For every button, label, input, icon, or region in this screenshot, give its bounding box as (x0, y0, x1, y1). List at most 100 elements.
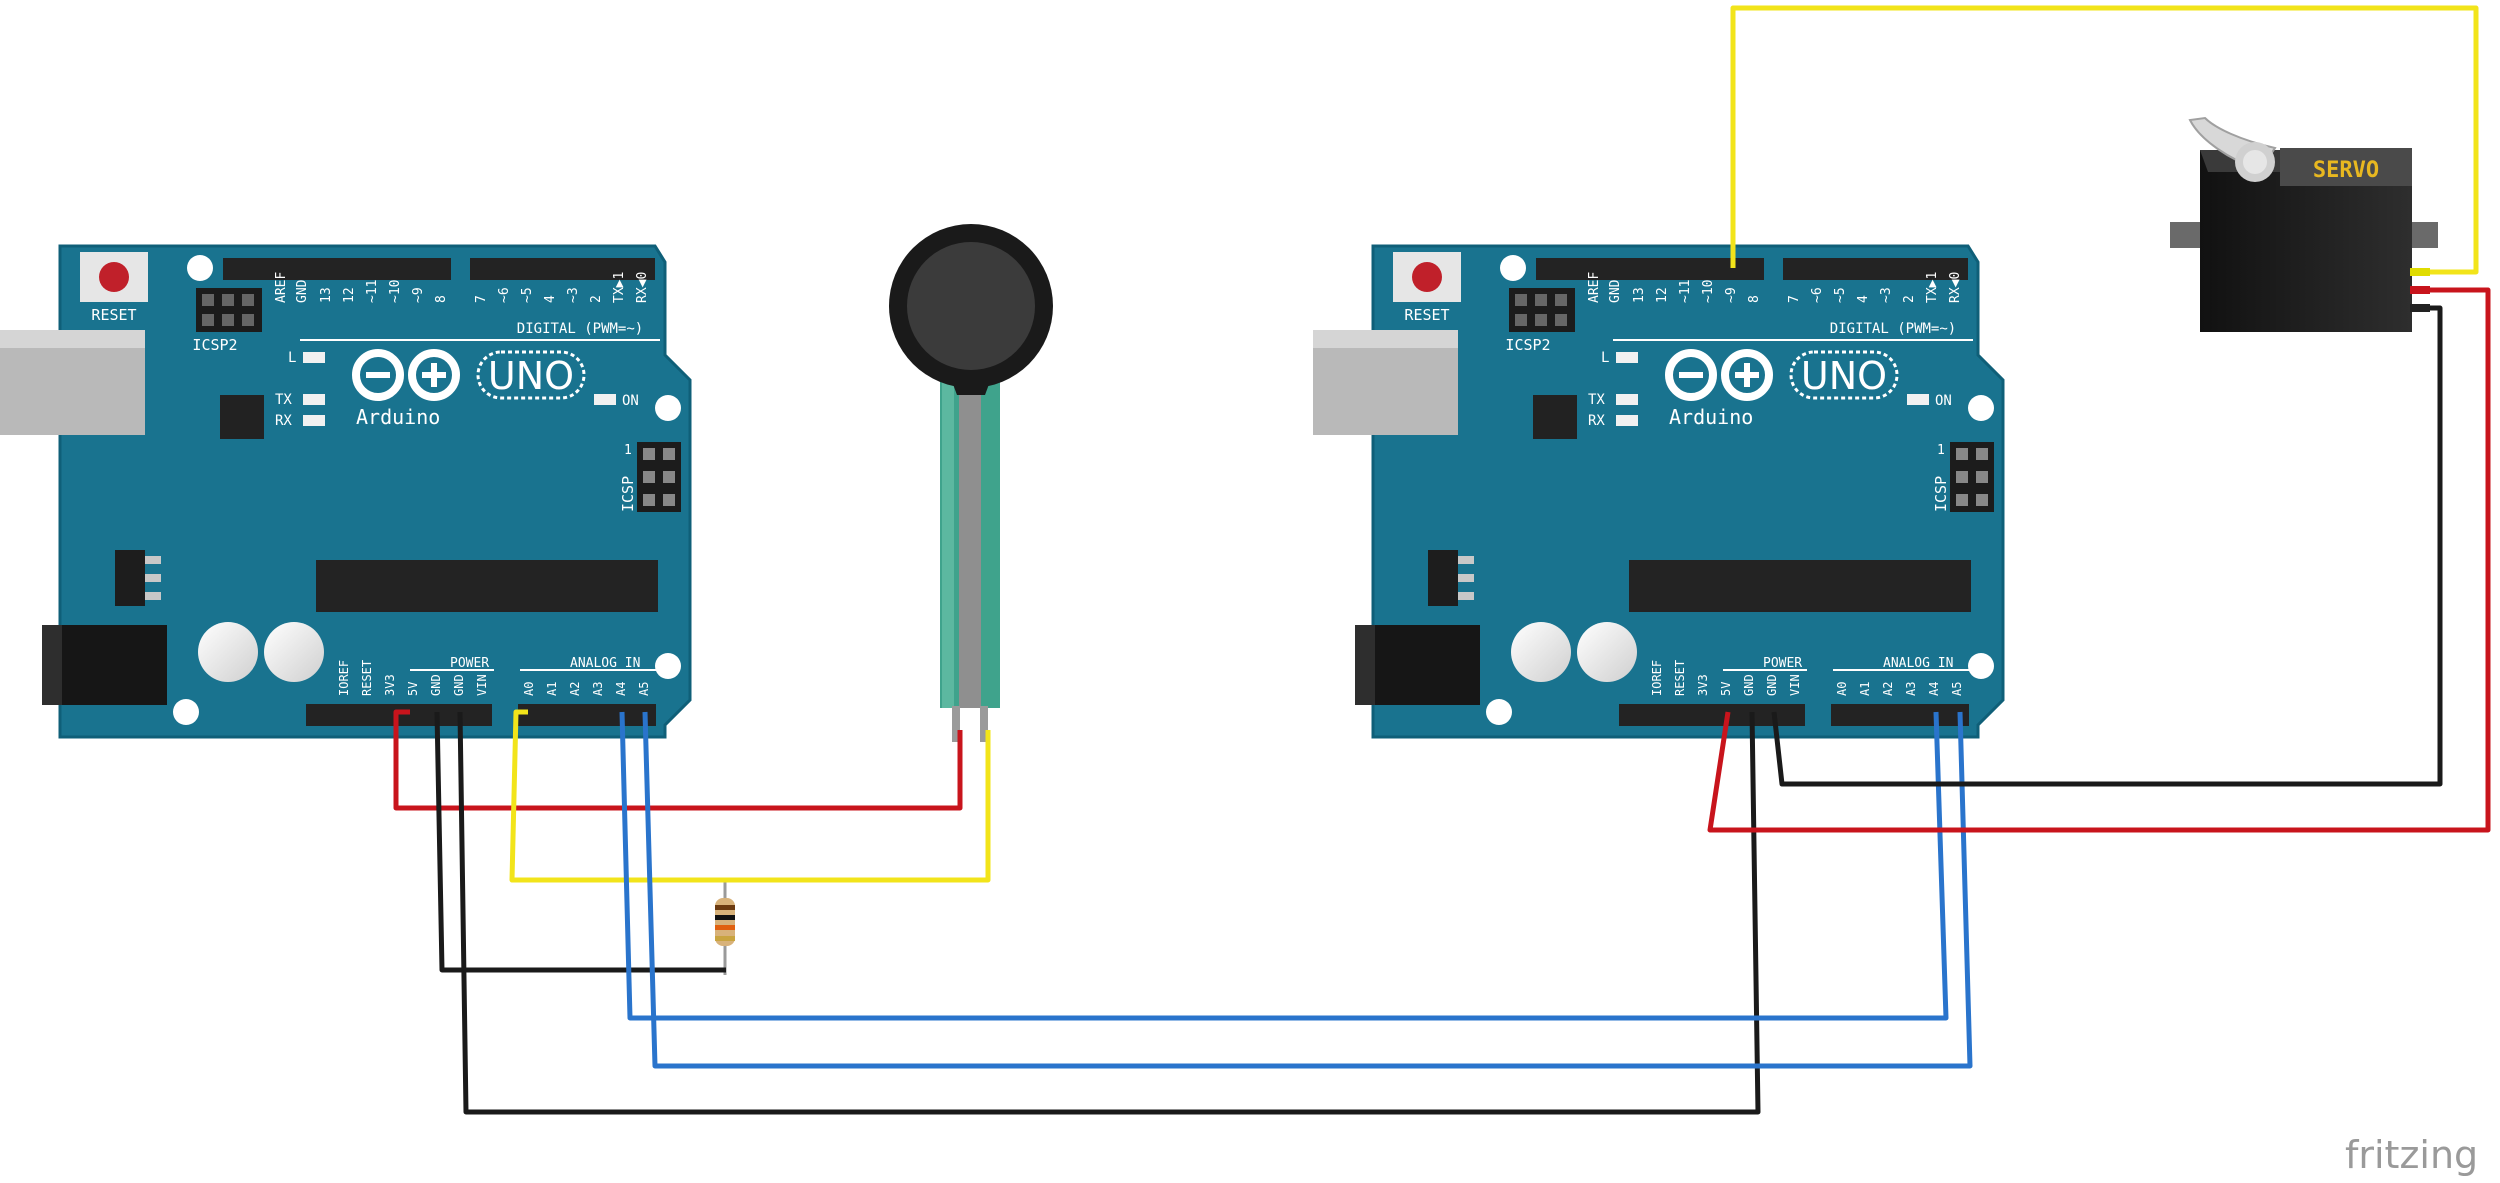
reset-label: RESET (1404, 306, 1449, 324)
power-label: POWER (1763, 656, 1802, 671)
pin-label-12: 12 (1655, 287, 1670, 303)
pin-label-tx: TX▶1 (1925, 272, 1940, 303)
pin-label-3: ~3 (566, 287, 581, 303)
led-tx-label: TX (275, 392, 292, 408)
pin-label-gnd: GND (295, 279, 310, 303)
digital-header (223, 258, 451, 280)
pin-label-6: ~6 (497, 287, 512, 303)
board-pcb (1371, 244, 2005, 739)
pin-label-gnd: GND (1608, 279, 1623, 303)
pin-label-a0: A0 (1835, 682, 1849, 696)
power-label: POWER (450, 656, 489, 671)
power-header (306, 704, 492, 726)
analog-label: ANALOG IN (570, 656, 640, 671)
analog-label: ANALOG IN (1883, 656, 1953, 671)
capacitor-2 (1577, 622, 1637, 682)
pin-label-a0: A0 (522, 682, 536, 696)
wire-blue-a5 (642, 711, 1973, 1069)
pin-label-12: 12 (342, 287, 357, 303)
force-sensitive-resistor (889, 224, 1053, 742)
dc-jack (42, 625, 167, 705)
wire-red-5v-servo (1707, 287, 2491, 833)
pin-label-a5: A5 (1950, 682, 1964, 696)
reset-label: RESET (91, 306, 136, 324)
led-rx-label: RX (275, 413, 292, 429)
pin-label-5: ~5 (520, 287, 535, 303)
pin-label-8: 8 (434, 295, 449, 303)
pin-label-3v3: 3V3 (383, 674, 397, 696)
pin-label-aref: AREF (274, 272, 289, 303)
pin-label-3: ~3 (1879, 287, 1894, 303)
arduino-uno-left: RESET ICSP2 AREF GND 13 12 ~11 ~10 ~9 8 … (0, 244, 692, 739)
icsp2-header (1509, 288, 1575, 332)
fritzing-watermark: fritzing (2345, 1133, 2478, 1177)
pin-label-ioref: IOREF (1650, 660, 1664, 696)
icsp2-label: ICSP2 (1505, 336, 1550, 354)
resistor (715, 880, 735, 975)
pin-label-3v3: 3V3 (1696, 674, 1710, 696)
servo-motor: SERVO (2170, 116, 2438, 332)
arduino-logo: UNO Arduino (352, 349, 586, 429)
analog-header (1831, 704, 1969, 726)
digital-label: DIGITAL (PWM=~) (1830, 321, 1956, 337)
icsp-pin1-label: 1 (1937, 443, 1945, 458)
pin-label-10: ~10 (388, 280, 403, 303)
usb-chip (1533, 395, 1577, 439)
pin-label-2: 2 (589, 295, 604, 303)
brand-label: Arduino (1669, 405, 1753, 429)
pin-label-reset: RESET (1673, 660, 1687, 696)
pin-label-vin: VIN (1788, 674, 1802, 696)
pin-label-gnd1: GND (429, 674, 443, 696)
icsp-header (637, 442, 681, 512)
pin-label-a4: A4 (614, 682, 628, 696)
pin-label-ioref: IOREF (337, 660, 351, 696)
icsp2-label: ICSP2 (192, 336, 237, 354)
pin-label-8: 8 (1747, 295, 1762, 303)
wire-black-gnd-resistor (434, 711, 726, 973)
pin-label-13: 13 (319, 287, 334, 303)
pin-label-a2: A2 (1881, 682, 1895, 696)
pin-label-6: ~6 (1810, 287, 1825, 303)
wire-yellow-a0-fsr (509, 709, 991, 883)
led-l-label: L (1601, 350, 1609, 366)
pin-label-a5: A5 (637, 682, 651, 696)
pin-label-rx: RX◀0 (1948, 272, 1963, 303)
pin-label-vin: VIN (475, 674, 489, 696)
icsp-label: ICSP (619, 476, 637, 512)
digital-header-2 (470, 258, 655, 280)
voltage-regulator (115, 550, 145, 606)
wire-black-gnd-servo (1771, 305, 2443, 787)
atmega-chip (316, 560, 658, 612)
usb-chip (220, 395, 264, 439)
pin-label-a1: A1 (545, 682, 559, 696)
pin-label-5v: 5V (406, 682, 420, 696)
pin-label-a3: A3 (1904, 682, 1918, 696)
icsp-label: ICSP (1932, 476, 1950, 512)
servo-label: SERVO (2313, 158, 2379, 183)
pin-label-rx: RX◀0 (635, 272, 650, 303)
pin-label-7: 7 (1787, 295, 1802, 303)
icsp-header (1950, 442, 1994, 512)
pin-label-2: 2 (1902, 295, 1917, 303)
pin-label-11: ~11 (365, 280, 380, 303)
pin-label-a4: A4 (1927, 682, 1941, 696)
uno-label: UNO (1801, 354, 1887, 398)
led-rx-label: RX (1588, 413, 1605, 429)
led-l-label: L (288, 350, 296, 366)
brand-label: Arduino (356, 405, 440, 429)
pin-label-9: ~9 (1724, 287, 1739, 303)
led-on-label: ON (622, 393, 639, 409)
pin-label-tx: TX▶1 (612, 272, 627, 303)
wires (393, 5, 2491, 1115)
uno-label: UNO (488, 354, 574, 398)
digital-label: DIGITAL (PWM=~) (517, 321, 643, 337)
icsp2-header (196, 288, 262, 332)
arduino-logo: UNO Arduino (1665, 349, 1899, 429)
pin-label-aref: AREF (1587, 272, 1602, 303)
pin-label-gnd2: GND (452, 674, 466, 696)
pin-label-4: 4 (1856, 295, 1871, 303)
dc-jack (1355, 625, 1480, 705)
digital-header-2 (1783, 258, 1968, 280)
pin-label-a3: A3 (591, 682, 605, 696)
